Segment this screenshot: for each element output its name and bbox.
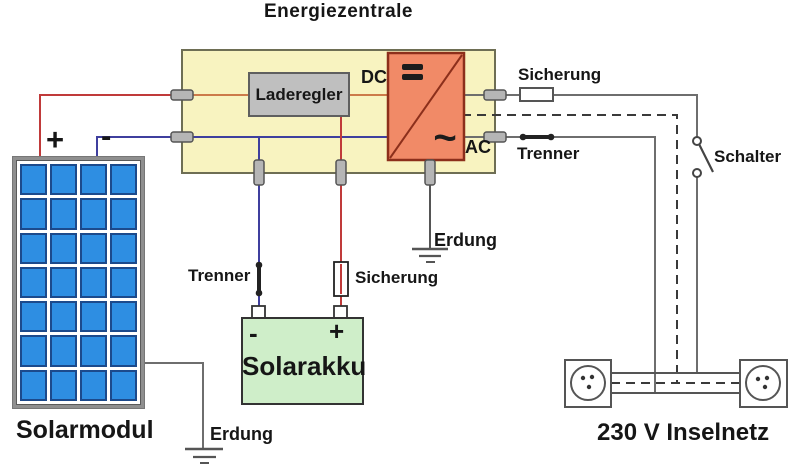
ac-disconnector-icon xyxy=(547,133,555,141)
solar-cell xyxy=(110,232,137,264)
ac-fuse-icon xyxy=(519,87,554,102)
terminal xyxy=(170,89,194,101)
switch-icon xyxy=(698,143,714,173)
solar-cell xyxy=(20,266,47,299)
solar-cell xyxy=(50,164,77,196)
solar-cell xyxy=(110,266,137,299)
solar-cell xyxy=(50,266,77,299)
battery-disconnector-label: Trenner xyxy=(188,266,251,285)
wire-ac2 xyxy=(504,136,656,393)
ac-disconnector-label: Trenner xyxy=(517,144,580,163)
terminal xyxy=(424,159,436,186)
switch-icon xyxy=(692,168,702,178)
terminal xyxy=(483,89,507,101)
wire-ac-dashed xyxy=(462,114,678,383)
solar-cell xyxy=(110,164,137,196)
module-minus-label: - xyxy=(101,118,112,153)
wire-ac1 xyxy=(553,94,698,137)
wire-module-ground xyxy=(144,362,204,449)
switch-label: Schalter xyxy=(714,147,782,166)
solar-module xyxy=(13,157,144,408)
outlet-right-icon xyxy=(755,376,761,382)
solar-cell xyxy=(20,198,47,230)
module-plus-label: + xyxy=(46,122,65,157)
outlet-left-icon xyxy=(570,365,606,401)
terminal xyxy=(253,159,265,186)
solar-cell xyxy=(50,232,77,264)
solar-cell xyxy=(110,301,137,333)
solar-cell xyxy=(80,301,107,333)
terminal xyxy=(483,131,507,143)
outlet-right-icon xyxy=(762,384,768,390)
wire-solar-plus xyxy=(39,94,176,158)
solar-module-label: Solarmodul xyxy=(16,416,154,444)
solar-cell xyxy=(110,369,137,401)
solar-cell xyxy=(110,335,137,367)
charge-controller: Laderegler xyxy=(248,72,350,117)
outlet-left-icon xyxy=(580,375,586,381)
solar-cell xyxy=(80,266,107,299)
solar-cell xyxy=(50,335,77,367)
solar-cell xyxy=(20,301,47,333)
battery-plus-label: + xyxy=(329,316,345,346)
battery-box xyxy=(241,317,364,405)
wire-solar-minus xyxy=(96,136,176,158)
solar-cell xyxy=(20,335,47,367)
inverter-dc-symbol-icon xyxy=(402,74,423,80)
module-ground-label: Erdung xyxy=(210,424,273,444)
outlet-left-icon xyxy=(586,384,592,390)
switch-icon xyxy=(692,136,702,146)
outlet-right-icon xyxy=(764,375,770,381)
solar-cell xyxy=(20,369,47,401)
solar-cell xyxy=(80,232,107,264)
battery-fuse-label: Sicherung xyxy=(355,268,439,287)
grid-label: 230 V Inselnetz xyxy=(597,419,770,446)
solar-cell xyxy=(20,164,47,196)
battery-minus-label: - xyxy=(249,318,258,348)
solar-cell xyxy=(110,198,137,230)
battery-disconnector-icon xyxy=(255,261,263,269)
solar-cell xyxy=(80,164,107,196)
dc-label: DC xyxy=(361,67,387,87)
inverter-ground-label: Erdung xyxy=(434,230,497,250)
inverter-ac-symbol-icon: ~ xyxy=(433,116,457,160)
inverter-diagonal xyxy=(389,54,463,159)
page-title: Energiezentrale xyxy=(264,1,413,22)
terminal xyxy=(335,159,347,186)
solar-cell xyxy=(50,198,77,230)
ac-label: AC xyxy=(465,137,491,157)
solar-cell xyxy=(20,232,47,264)
solar-cell xyxy=(50,301,77,333)
solar-cell xyxy=(50,369,77,401)
outlet-right-icon xyxy=(745,365,781,401)
solar-cell xyxy=(80,335,107,367)
solar-cell xyxy=(80,369,107,401)
ac-fuse-label: Sicherung xyxy=(518,65,602,84)
terminal xyxy=(170,131,194,143)
outlet-left-icon xyxy=(589,374,595,380)
ac-disconnector-icon xyxy=(519,133,527,141)
battery-disconnector-icon xyxy=(255,289,263,297)
inverter-dc-symbol-icon xyxy=(402,64,423,70)
solar-cell xyxy=(80,198,107,230)
battery-label: Solarakku xyxy=(242,351,367,381)
